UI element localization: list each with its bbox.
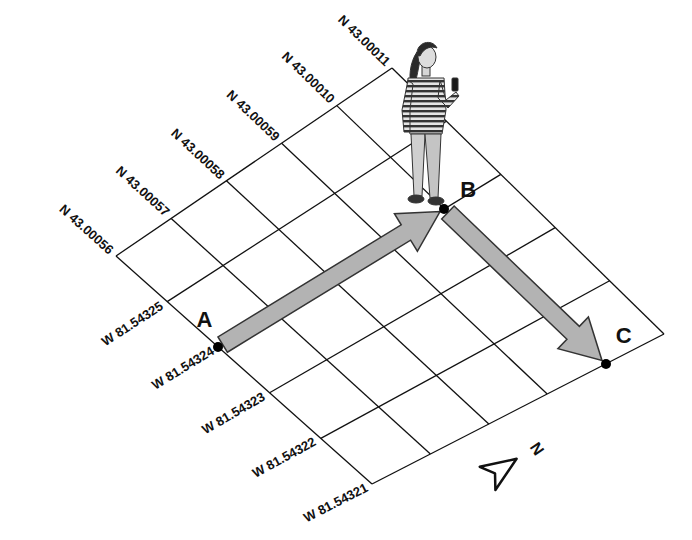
grid-line	[337, 106, 606, 364]
latitude-label: N 43.00057	[112, 164, 171, 220]
longitude-label: W 81.54322	[251, 435, 319, 481]
grid-line	[321, 281, 610, 439]
longitude-label: W 81.54325	[99, 299, 166, 349]
grid-line	[116, 256, 372, 484]
north-label: N	[526, 439, 547, 458]
longitude-label: W 81.54324	[150, 344, 217, 393]
right-leg	[425, 134, 441, 198]
grid-line	[171, 218, 430, 454]
point-marker: B	[439, 204, 449, 214]
latitude-label: N 43.00058	[168, 126, 227, 182]
left-leg	[411, 134, 425, 196]
point-label: A	[196, 309, 212, 331]
left-arm	[402, 80, 413, 132]
grid-line	[372, 334, 664, 484]
point-label: C	[616, 325, 632, 347]
point-label: B	[460, 179, 476, 201]
left-shoe	[408, 195, 424, 203]
point-marker: C	[601, 359, 611, 369]
latitude-label: N 43.00059	[223, 88, 282, 145]
route-arrow	[218, 212, 440, 353]
longitude-label: W 81.54323	[200, 390, 268, 437]
person-figure	[402, 42, 459, 205]
route-arrow	[442, 206, 602, 361]
point-marker: A	[213, 342, 223, 352]
north-arrow	[480, 447, 525, 490]
grid-line	[270, 228, 556, 393]
grid-line	[167, 121, 446, 301]
latitude-label: N 43.00056	[57, 202, 117, 257]
grid-lines	[116, 68, 664, 484]
longitude-label: W 81.54321	[301, 480, 370, 525]
latitude-label: N 43.00011	[335, 12, 393, 69]
latitude-label: N 43.00010	[279, 50, 337, 107]
grid-line	[116, 68, 392, 256]
hair	[417, 42, 437, 56]
phone	[452, 78, 458, 91]
